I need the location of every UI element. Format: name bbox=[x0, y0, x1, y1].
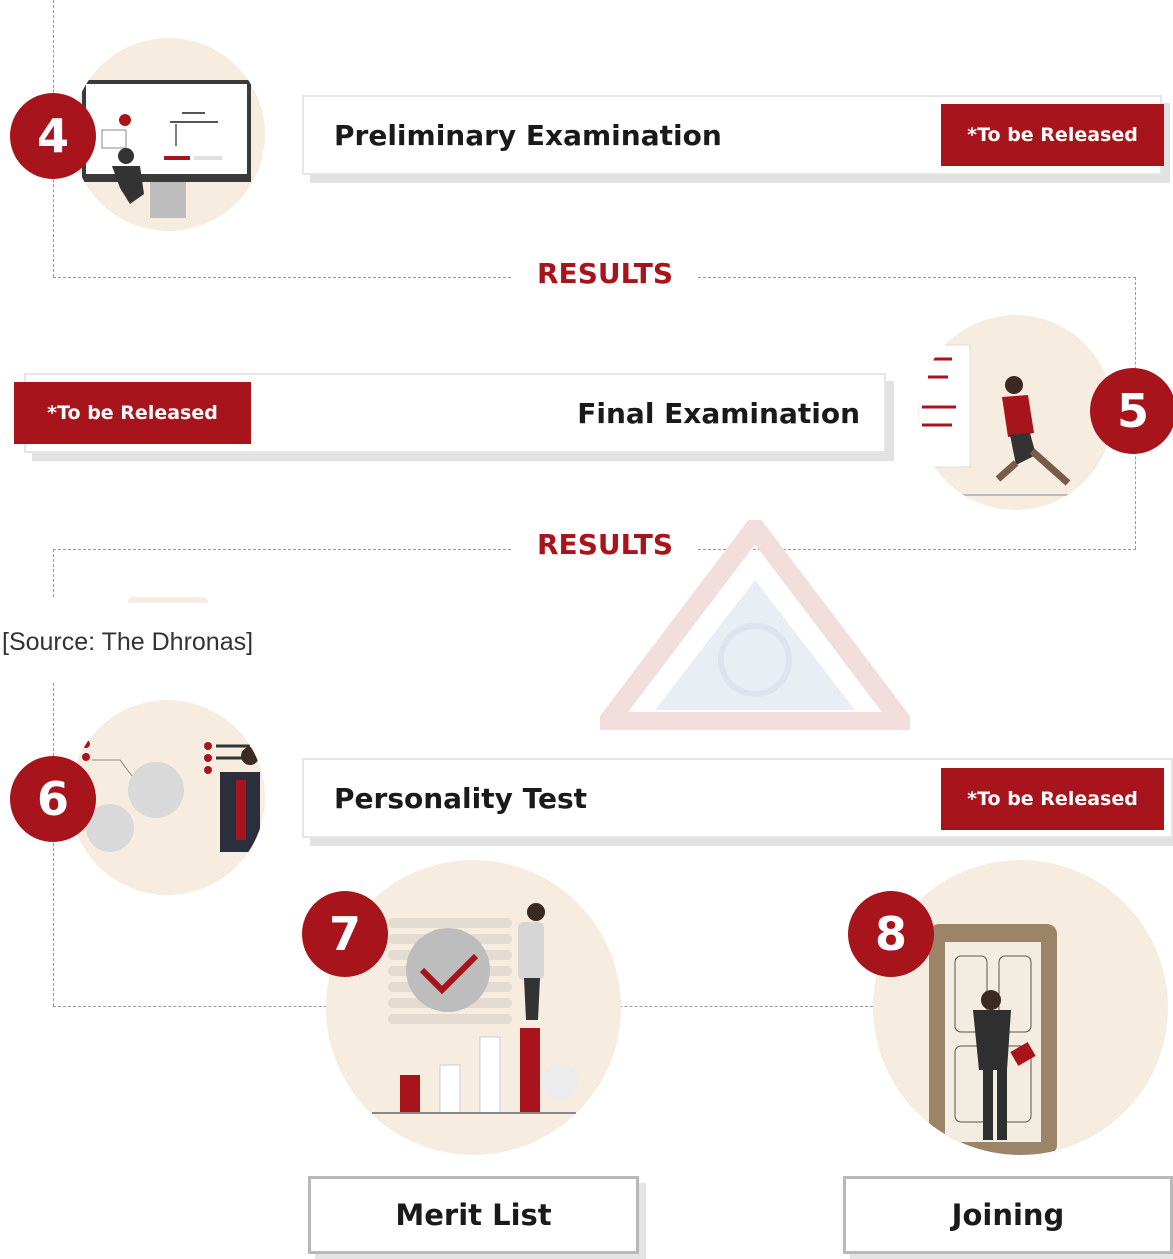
step-8-card: Joining bbox=[843, 1176, 1173, 1254]
step-5-illustration bbox=[918, 315, 1113, 510]
step-5-title: Final Examination bbox=[577, 396, 860, 430]
connector-line bbox=[53, 549, 54, 597]
watermark-logo bbox=[600, 520, 910, 730]
step-6-number-badge: 6 bbox=[10, 756, 96, 842]
step-4-illustration bbox=[72, 38, 265, 231]
step-5-status-badge: *To be Released bbox=[14, 382, 251, 444]
source-caption: [Source: The Dhronas] bbox=[2, 628, 254, 656]
step-7-card: Merit List bbox=[308, 1176, 639, 1254]
partial-circle bbox=[128, 597, 208, 603]
results-label: RESULTS bbox=[513, 257, 698, 290]
step-7-title: Merit List bbox=[395, 1198, 552, 1232]
step-6-title: Personality Test bbox=[334, 781, 588, 815]
step-5-number-badge: 5 bbox=[1090, 368, 1173, 454]
step-8-title: Joining bbox=[951, 1198, 1065, 1232]
step-4-status-badge: *To be Released bbox=[941, 104, 1164, 166]
step-7-number-badge: 7 bbox=[302, 891, 388, 977]
step-6-illustration bbox=[70, 700, 265, 895]
step-8-number-badge: 8 bbox=[848, 891, 934, 977]
connector-line bbox=[53, 683, 54, 1006]
results-label: RESULTS bbox=[513, 528, 698, 561]
step-6-status-badge: *To be Released bbox=[941, 768, 1164, 830]
step-4-number-badge: 4 bbox=[10, 93, 96, 179]
step-4-title: Preliminary Examination bbox=[334, 118, 722, 152]
